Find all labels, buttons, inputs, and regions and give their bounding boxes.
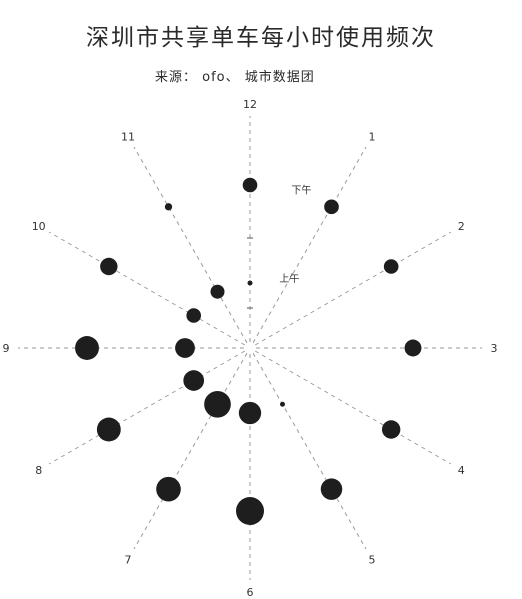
pm-marker-3 [404,339,422,357]
am-marker-6 [238,401,262,425]
hour-label-12: 12 [243,98,257,111]
am-marker-0 [247,280,253,286]
hour-label-4: 4 [458,464,465,477]
hour-ray-1 [252,146,367,344]
chart-subtitle: 来源： ofo、 城市数据团 [155,70,315,85]
period-labels: 上午 下午 [279,183,311,285]
hour-ray-4 [254,350,452,465]
usage-markers [75,177,422,525]
hour-label-6: 6 [247,586,254,599]
pm-marker-7 [156,476,181,502]
hour-ray-11 [133,146,248,344]
am-marker-5 [280,401,285,407]
hour-label-7: 7 [125,553,132,566]
hour-label-9: 9 [3,342,10,355]
chart-title: 深圳市共享单车每小时使用频次 [86,25,436,51]
hour-ray-2 [254,231,452,346]
pm-marker-4 [381,420,401,439]
am-marker-11 [210,284,225,299]
am-marker-9 [175,338,195,358]
hour-label-10: 10 [32,220,46,233]
hour-ray-7 [133,352,248,550]
pm-label: 下午 [291,183,311,196]
pm-marker-10 [100,257,118,276]
am-marker-10 [186,308,202,323]
pm-marker-6 [236,497,264,525]
hour-ray-8 [48,350,246,465]
pm-marker-2 [383,259,399,274]
hour-ray-5 [252,352,367,550]
pm-marker-0 [242,177,258,193]
am-marker-7 [204,390,231,418]
am-label: 上午 [279,272,299,285]
pm-marker-8 [96,417,121,442]
hour-label-3: 3 [491,342,498,355]
axis-ticks [247,237,253,309]
hour-label-8: 8 [35,464,42,477]
pm-marker-11 [164,203,173,211]
pm-marker-5 [320,478,343,500]
pm-marker-1 [324,199,339,215]
hour-ray-10 [48,231,246,346]
am-marker-8 [183,370,205,391]
hour-label-1: 1 [369,131,376,144]
hour-label-11: 11 [121,131,135,144]
pm-marker-9 [75,336,99,360]
hour-label-2: 2 [458,220,465,233]
hour-rays [18,116,482,580]
hour-label-5: 5 [369,553,376,566]
